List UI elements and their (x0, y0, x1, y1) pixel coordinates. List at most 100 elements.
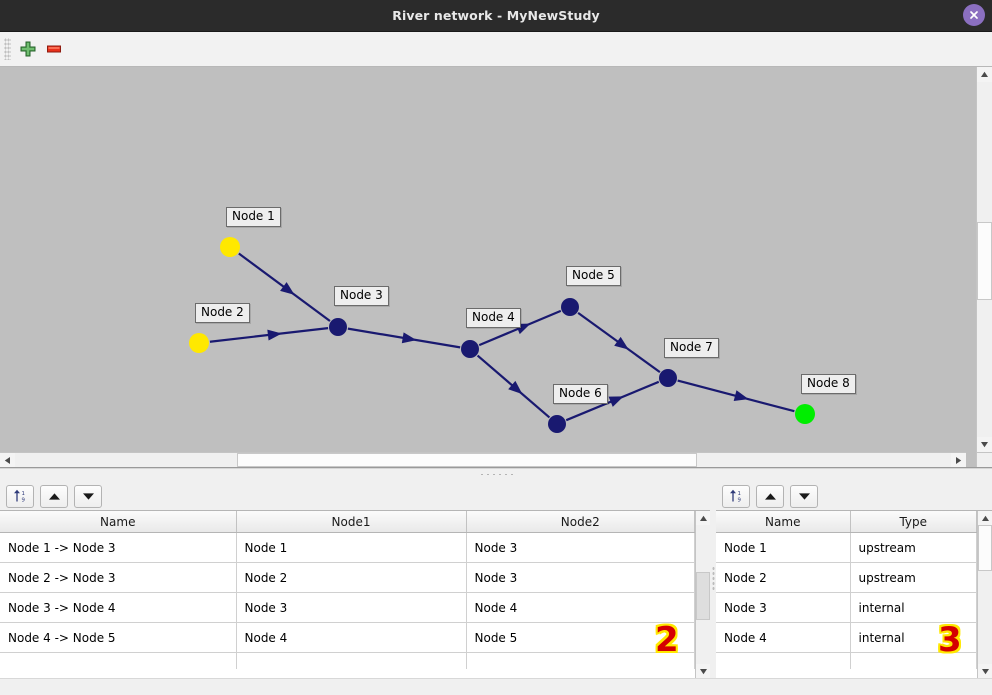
table-cell[interactable]: Node 4 (716, 622, 851, 653)
nodes-sort-ascending-icon[interactable]: 1 9 (722, 484, 750, 508)
scroll-down-arrow-icon[interactable] (977, 437, 992, 452)
table-cell[interactable]: Node 3 (236, 592, 467, 623)
reaches-vertical-scrollbar[interactable] (695, 511, 710, 678)
table-cell[interactable]: internal (850, 592, 977, 623)
reaches-scroll-down-arrow-icon[interactable] (696, 664, 710, 678)
graph-node-label[interactable]: Node 2 (195, 303, 250, 323)
graph-node[interactable] (461, 340, 479, 358)
table-cell[interactable]: Node 4 -> Node 5 (0, 622, 237, 653)
table-cell[interactable]: Node 2 (236, 562, 467, 593)
title-bar: River network - MyNewStudy (0, 0, 992, 32)
reaches-scroll-up-arrow-icon[interactable] (696, 511, 710, 525)
reaches-scroll-thumb[interactable] (696, 572, 710, 620)
graph-node[interactable] (561, 298, 579, 316)
graph-edge-arrow-icon (267, 329, 282, 341)
canvas-horizontal-scrollbar[interactable] (0, 452, 966, 467)
canvas-vertical-scroll-thumb[interactable] (977, 222, 992, 300)
column-header[interactable]: Node1 (236, 511, 467, 533)
network-graph-svg (189, 237, 815, 433)
graph-node-label[interactable]: Node 7 (664, 338, 719, 358)
table-cell-empty (850, 652, 977, 669)
graph-node-label[interactable]: Node 1 (226, 207, 281, 227)
table-cell-empty (0, 652, 237, 669)
graph-node[interactable] (189, 333, 209, 353)
table-cell[interactable]: upstream (850, 532, 977, 563)
canvas-horizontal-scroll-thumb[interactable] (237, 453, 697, 467)
horizontal-splitter[interactable] (0, 468, 992, 479)
table-cell[interactable]: Node 2 -> Node 3 (0, 562, 237, 593)
nodes-vertical-scrollbar[interactable] (977, 511, 992, 678)
column-header[interactable]: Type (850, 511, 977, 533)
vertical-splitter-grip-icon (711, 565, 715, 592)
graph-node-label[interactable]: Node 5 (566, 266, 621, 286)
graph-node[interactable] (659, 369, 677, 387)
reaches-sort-ascending-icon[interactable]: 1 9 (6, 484, 34, 508)
graph-edge-arrow-icon (608, 396, 624, 407)
nodes-scroll-up-arrow-icon[interactable] (978, 511, 992, 525)
vertical-splitter[interactable] (710, 479, 716, 678)
nodes-move-down-button[interactable] (790, 484, 818, 508)
nodes-toolbar: 1 9 (716, 479, 992, 510)
svg-text:9: 9 (22, 498, 26, 504)
graph-node[interactable] (548, 415, 566, 433)
scroll-right-arrow-icon[interactable] (951, 453, 966, 467)
nodes-move-up-button[interactable] (756, 484, 784, 508)
table-cell[interactable]: Node 4 (466, 592, 695, 623)
table-row-empty (716, 652, 977, 669)
table-cell[interactable]: Node 1 -> Node 3 (0, 532, 237, 563)
graph-node[interactable] (329, 318, 347, 336)
table-cell[interactable]: Node 3 (466, 532, 695, 563)
graph-node[interactable] (220, 237, 240, 257)
column-header[interactable]: Name (0, 511, 237, 533)
table-cell[interactable]: Node 3 -> Node 4 (0, 592, 237, 623)
svg-text:1: 1 (22, 491, 25, 497)
table-cell[interactable]: Node 2 (716, 562, 851, 593)
table-cell[interactable]: Node 4 (236, 622, 467, 653)
graph-node[interactable] (795, 404, 815, 424)
nodes-scroll-down-arrow-icon[interactable] (978, 664, 992, 678)
table-cell[interactable]: Node 1 (716, 532, 851, 563)
graph-node-label[interactable]: Node 8 (801, 374, 856, 394)
remove-node-button[interactable] (41, 36, 67, 62)
table-cell[interactable]: Node 5 (466, 622, 695, 653)
graph-node-label[interactable]: Node 3 (334, 286, 389, 306)
graph-node-label[interactable]: Node 4 (466, 308, 521, 328)
nodes-scroll-thumb[interactable] (978, 525, 992, 571)
reaches-move-up-button[interactable] (40, 484, 68, 508)
svg-text:1: 1 (738, 491, 741, 497)
column-header[interactable]: Name (716, 511, 851, 533)
table-cell[interactable]: upstream (850, 562, 977, 593)
reaches-move-down-button[interactable] (74, 484, 102, 508)
graph-nodes (189, 237, 815, 433)
graph-edge-arrow-icon (733, 390, 749, 401)
network-graph[interactable]: Node 1 Node 2 Node 3 Node 4 Node 5 Node 6 Node… (0, 67, 966, 452)
scroll-up-arrow-icon[interactable] (977, 67, 992, 82)
scrollbar-corner (976, 452, 992, 467)
table-cell[interactable]: Node 3 (466, 562, 695, 593)
scroll-left-arrow-icon[interactable] (0, 453, 15, 467)
close-icon[interactable] (963, 4, 985, 26)
add-node-button[interactable] (15, 36, 41, 62)
column-header[interactable]: Node2 (466, 511, 695, 533)
table-cell[interactable]: Node 3 (716, 592, 851, 623)
toolbar-grip[interactable] (4, 38, 11, 60)
canvas-vertical-scrollbar[interactable] (976, 67, 992, 452)
table-cell[interactable]: internal (850, 622, 977, 653)
table-row-empty (0, 652, 695, 669)
graph-node-label[interactable]: Node 6 (553, 384, 608, 404)
table-cell-empty (716, 652, 851, 669)
table-cell[interactable]: Node 1 (236, 532, 467, 563)
